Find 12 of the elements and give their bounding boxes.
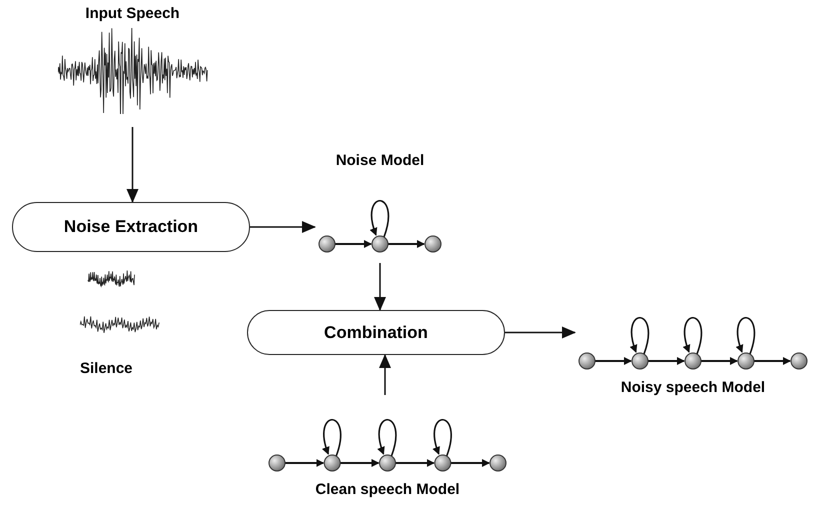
caption-text: Silence [80, 360, 133, 377]
arrow [379, 354, 391, 395]
arrow [505, 326, 576, 338]
heading: Noisy speech Model [620, 379, 766, 396]
heading: Noise Model [336, 152, 424, 169]
heading: Input Speech [85, 5, 180, 22]
process-box: Noise Extraction [12, 202, 250, 252]
heading: Clean speech Model [315, 481, 460, 498]
process-box: Combination [247, 310, 505, 355]
arrow [126, 127, 138, 203]
arrow [374, 263, 386, 311]
arrow [250, 221, 316, 233]
